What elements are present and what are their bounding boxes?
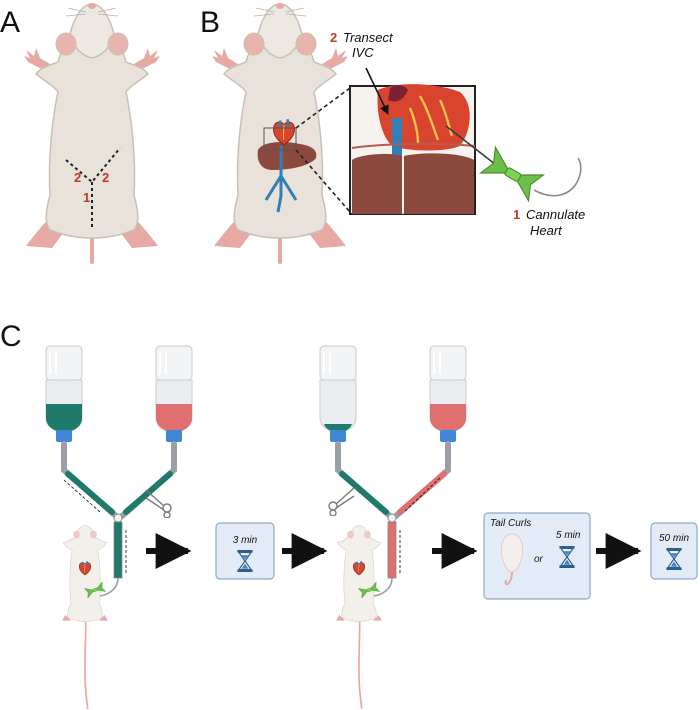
ivc-arrow <box>365 67 389 115</box>
butterfly-needle <box>479 146 582 202</box>
clamp-icon <box>328 487 355 516</box>
timer-box-2: Tail Curls or 5 min <box>483 512 591 600</box>
mouse-icon <box>22 1 162 264</box>
zoom-lines <box>295 87 351 213</box>
zoom-inset <box>349 84 501 215</box>
bottle-icon <box>155 345 193 443</box>
bottle-icon <box>319 345 357 443</box>
panel-b-mouse <box>210 1 351 264</box>
clamp-icon <box>145 489 172 518</box>
timer-box-1-time: 3 min <box>233 535 258 546</box>
mouse-icon <box>334 524 384 710</box>
zoom-source-box <box>263 127 297 151</box>
timer-box-1: 3 min <box>215 522 275 580</box>
liver-shape <box>257 142 317 170</box>
panel-a-mouse: 2 2 1 <box>22 1 162 264</box>
step1-number: 1 <box>513 207 520 222</box>
panel-b-letter: B <box>200 6 220 39</box>
or-label: or <box>534 554 544 565</box>
perfusion-setup-2 <box>319 345 467 710</box>
perfusion-setup-1 <box>45 345 193 710</box>
step2-number: 2 <box>330 30 337 45</box>
step1-text-line1: Cannulate <box>526 207 585 222</box>
step2-text-line1: Transect <box>343 30 394 45</box>
ivc-vessels <box>264 146 298 213</box>
needle-tubing <box>533 157 582 197</box>
step1-text-line2: Heart <box>530 223 563 238</box>
panel-a-letter: A <box>0 6 20 39</box>
butterfly-needle-icon <box>479 146 545 202</box>
tail-curls-title: Tail Curls <box>490 518 531 529</box>
timer-box-3-time: 50 min <box>659 533 689 544</box>
incision-label-left: 2 <box>74 170 81 185</box>
timer-box-3: 50 min <box>650 522 698 580</box>
incision-label-center: 1 <box>83 190 90 205</box>
step2-text-line2: IVC <box>352 45 374 60</box>
incision-label-right: 2 <box>102 170 109 185</box>
panel-c-letter: C <box>0 320 22 353</box>
mouse-icon <box>60 524 110 710</box>
timer-box-2-time: 5 min <box>556 530 581 541</box>
bottle-icon <box>45 345 83 443</box>
bottle-icon <box>429 345 467 443</box>
curled-tail-mouse <box>501 533 523 586</box>
